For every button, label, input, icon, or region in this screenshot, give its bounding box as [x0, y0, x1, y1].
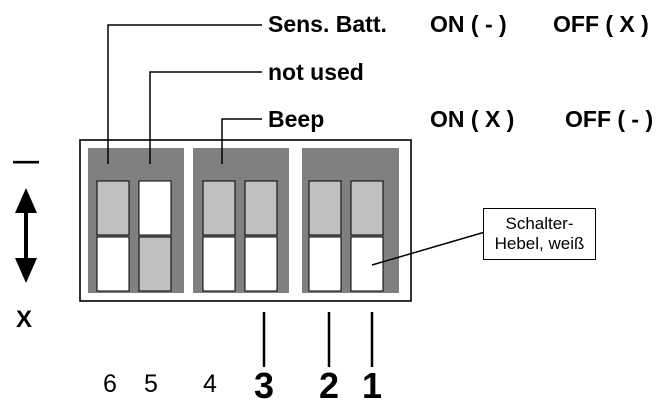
label-beep-on: ON ( X ): [430, 106, 515, 132]
label-not-used: not used: [268, 59, 364, 85]
switch-number-6: 6: [103, 370, 117, 398]
switch-2-lower-slot: [308, 236, 342, 292]
switch-number-2: 2: [319, 365, 340, 406]
leader-line-sens-batt: [107, 24, 262, 164]
switch-3-upper-slot: [244, 180, 278, 236]
leader-line-callout: [371, 231, 486, 266]
label-beep: Beep: [268, 106, 325, 132]
callout-line-1: Schalter-: [505, 214, 574, 234]
switch-5-lower-slot: [138, 236, 172, 292]
callout-line-2: Hebel, weiß: [494, 234, 585, 253]
switch-number-1: 1: [362, 365, 383, 406]
switch-4-upper-slot: [202, 180, 236, 236]
leader-line-beep: [221, 118, 262, 164]
switch-5-upper-slot: [138, 180, 172, 236]
switch-number-3: 3: [254, 365, 275, 406]
switch-6-upper-slot: [96, 180, 130, 236]
label-sens-batt-on: ON ( - ): [430, 11, 507, 37]
switch-number-5: 5: [144, 370, 158, 398]
switch-3-lower-slot: [244, 236, 278, 292]
switch-1-upper-slot: [350, 180, 384, 236]
callout-lever-white: Schalter- Hebel, weiß: [483, 208, 596, 260]
arrow-top-label: —: [13, 145, 39, 175]
label-beep-off: OFF ( - ): [565, 106, 654, 132]
double-arrow-icon: [15, 188, 37, 283]
label-sens-batt-off: OFF ( X ): [553, 11, 649, 37]
switch-6-lower-slot: [96, 236, 130, 292]
switch-4-lower-slot: [202, 236, 236, 292]
leader-line-not-used: [149, 71, 262, 164]
switch-number-4: 4: [203, 370, 217, 398]
arrow-bottom-label: X: [16, 306, 33, 333]
label-sens-batt: Sens. Batt.: [268, 11, 387, 37]
switch-2-upper-slot: [308, 180, 342, 236]
switch-1-lower-slot: [350, 236, 384, 292]
